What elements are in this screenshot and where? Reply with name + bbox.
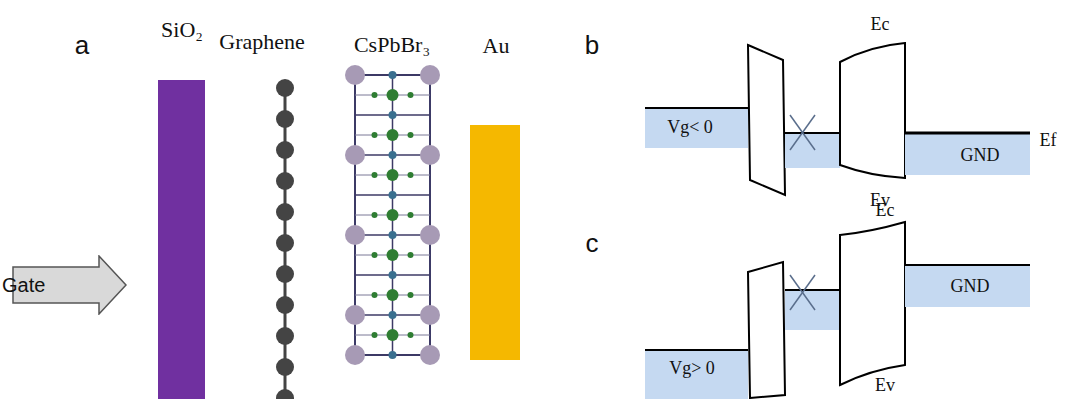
band-label: Ec	[871, 15, 890, 33]
panel-letter: c	[586, 230, 599, 256]
contact-label: GND	[961, 146, 1000, 164]
band-diagram-c	[645, 222, 1030, 399]
panel-letter: a	[75, 32, 89, 58]
sio2-layer	[158, 80, 205, 399]
band-label: Ef	[1040, 131, 1057, 149]
layer-label: Au	[483, 35, 510, 57]
layer-label: Graphene	[219, 31, 305, 53]
gate-arrow: Gate	[12, 255, 127, 315]
contact-label: GND	[951, 277, 990, 295]
band-diagram-b	[645, 43, 1030, 195]
panel-letter: b	[585, 32, 599, 58]
band-label: Ec	[876, 201, 895, 219]
layer-label: SiO₂	[161, 19, 203, 41]
au-electrode	[470, 125, 520, 360]
voltage-label: Vg> 0	[669, 359, 715, 377]
voltage-label: Vg< 0	[667, 118, 713, 136]
perovskite-lattice	[345, 65, 440, 365]
band-label: Ev	[875, 376, 895, 394]
arrow-label: Gate	[2, 274, 45, 297]
layer-label: CsPbBr₃	[354, 34, 430, 56]
graphene-chain	[276, 79, 294, 399]
